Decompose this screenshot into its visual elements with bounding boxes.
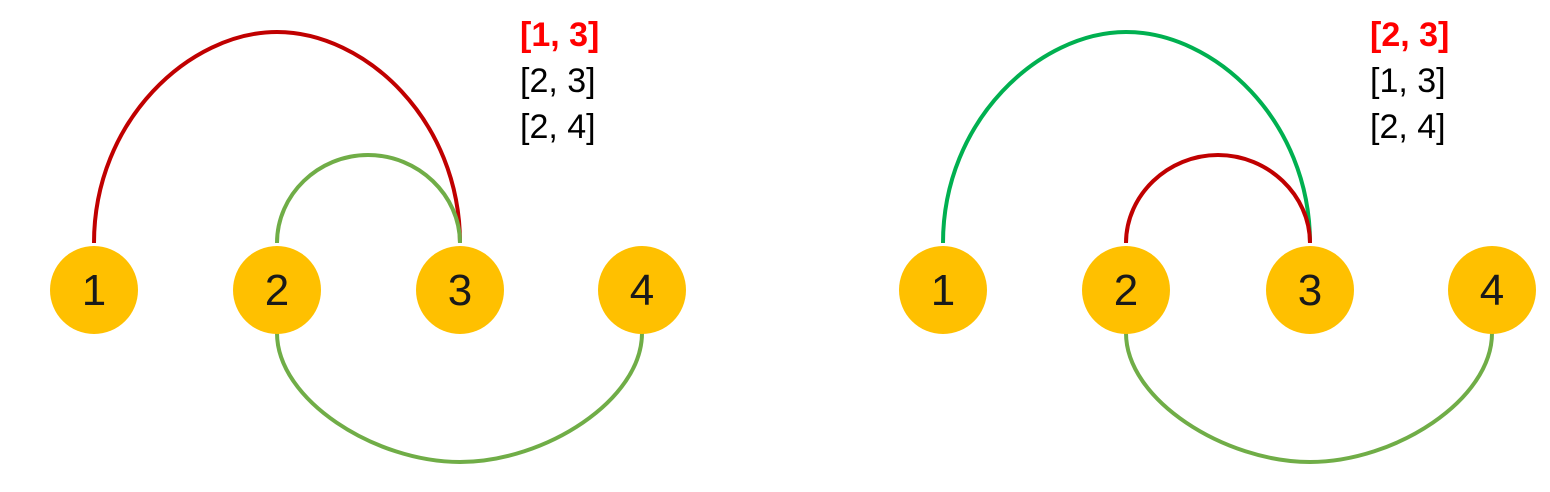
node-4: 4: [1448, 246, 1536, 334]
edge-list-item: [2, 4]: [1370, 108, 1446, 146]
arc-1-3: [941, 29, 1312, 244]
arc-2-4: [275, 332, 644, 465]
arc-1-3: [92, 29, 462, 244]
svg-text:2: 2: [265, 266, 289, 315]
panel-1: 1 2 3 4 [1, 3] [2, 3] [2, 4]: [50, 16, 686, 465]
edge-list-item: [2, 3]: [1370, 16, 1449, 54]
node-1: 1: [899, 246, 987, 334]
svg-text:3: 3: [1298, 266, 1322, 315]
node-4: 4: [598, 246, 686, 334]
node-2: 2: [233, 246, 321, 334]
svg-text:1: 1: [82, 266, 106, 315]
edge-list-item: [1, 3]: [520, 16, 599, 54]
svg-text:4: 4: [630, 266, 654, 315]
arc-2-3: [275, 152, 462, 244]
node-3: 3: [1266, 246, 1354, 334]
svg-text:1: 1: [931, 266, 955, 315]
node-3: 3: [416, 246, 504, 334]
arc-2-3: [1124, 152, 1312, 244]
edge-list-item: [1, 3]: [1370, 62, 1446, 100]
arc-2-4: [1124, 332, 1494, 465]
edge-list: [2, 3] [1, 3] [2, 4]: [1370, 16, 1449, 146]
edge-list: [1, 3] [2, 3] [2, 4]: [520, 16, 599, 146]
edge-list-item: [2, 3]: [520, 62, 596, 100]
edge-list-item: [2, 4]: [520, 108, 596, 146]
svg-text:3: 3: [448, 266, 472, 315]
node-1: 1: [50, 246, 138, 334]
svg-text:4: 4: [1480, 266, 1504, 315]
svg-text:2: 2: [1114, 266, 1138, 315]
panel-2: 1 2 3 4 [2, 3] [1, 3] [2, 4]: [899, 16, 1536, 465]
node-2: 2: [1082, 246, 1170, 334]
